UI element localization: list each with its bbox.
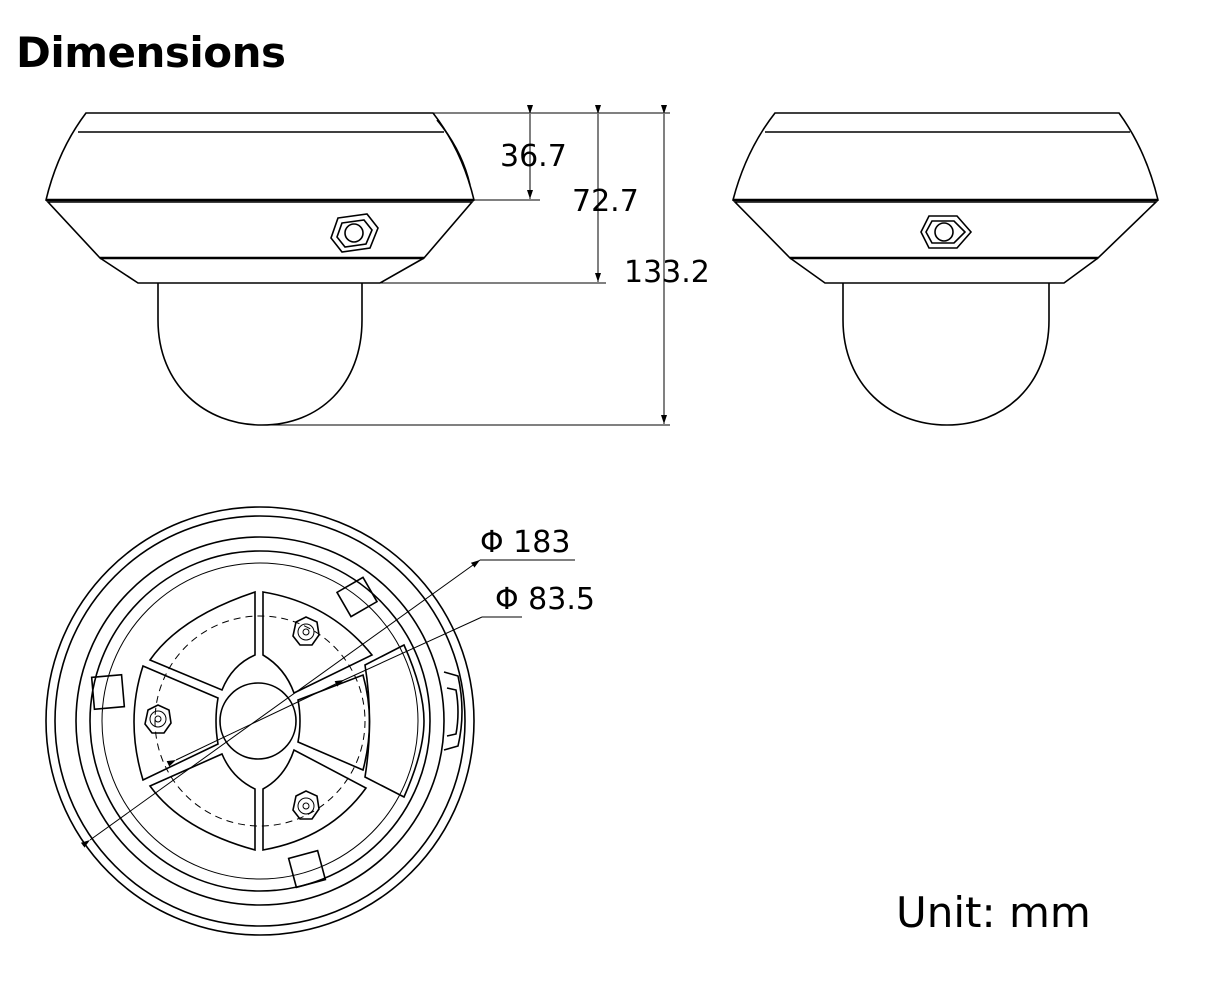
page-title: Dimensions	[16, 28, 286, 77]
dimension-height-top-cover: 36.7	[500, 139, 567, 174]
mounting-screw	[292, 790, 320, 820]
mounting-screw	[292, 616, 320, 646]
dimension-height-total: 133.2	[624, 255, 710, 290]
dome-bubble	[157, 283, 363, 426]
camera-base-ring	[46, 201, 474, 259]
dimension-diameter-outer: Φ 183	[480, 525, 570, 560]
bottom-view	[45, 506, 575, 936]
cable-gland	[330, 213, 379, 253]
cable-gland	[920, 215, 973, 249]
side-view-left	[44, 112, 476, 426]
dimension-lines	[262, 105, 670, 426]
dimension-height-to-base: 72.7	[572, 184, 639, 219]
camera-cover-top	[44, 112, 476, 201]
dimension-diameter-inner: Φ 83.5	[495, 582, 595, 617]
mounting-screw	[144, 704, 172, 734]
side-view-right	[731, 112, 1160, 426]
unit-label: Unit: mm	[896, 888, 1091, 937]
